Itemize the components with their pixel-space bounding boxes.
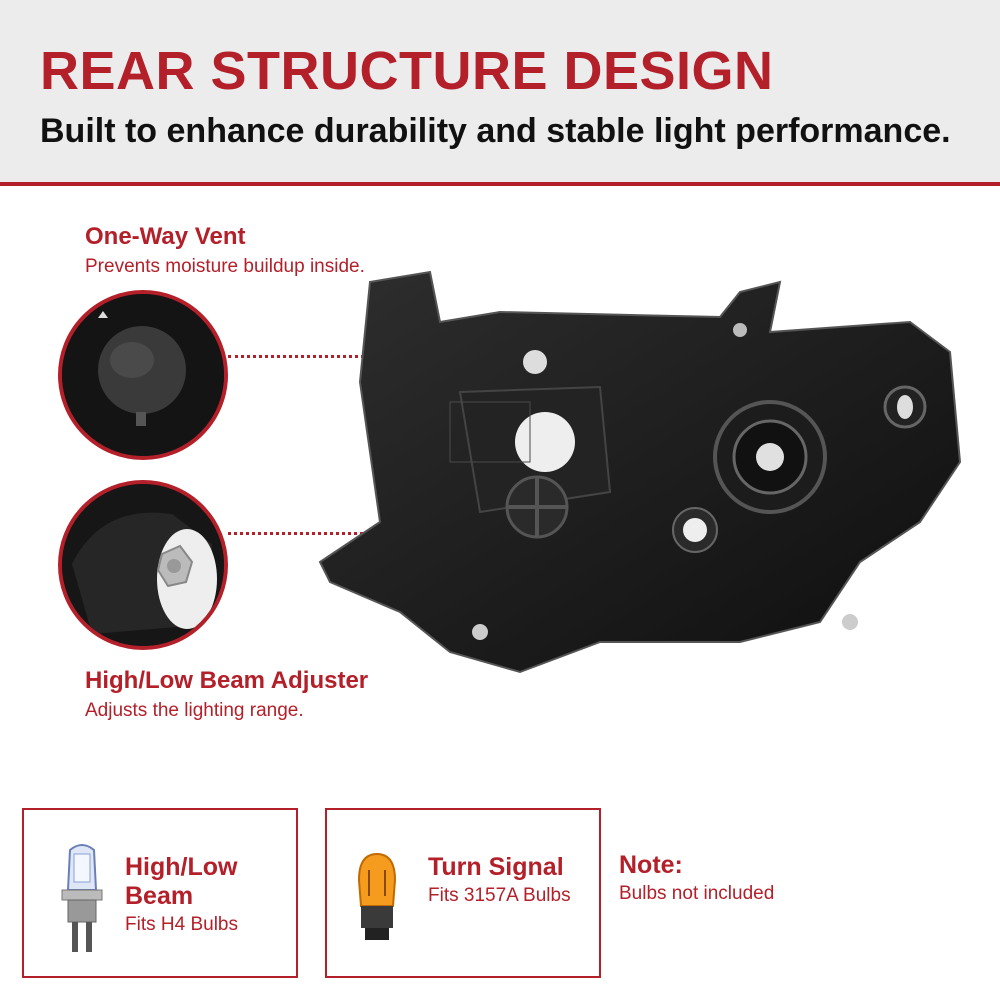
adjuster-callout-title: High/Low Beam Adjuster xyxy=(85,667,369,694)
beam-card-title: High/Low Beam xyxy=(125,853,238,910)
turn-signal-card-title: Turn Signal xyxy=(428,853,564,881)
adjuster-callout-desc: Adjusts the lighting range. xyxy=(85,700,304,721)
note-title: Note: xyxy=(619,851,683,879)
vent-callout-desc: Prevents moisture buildup inside. xyxy=(85,256,365,277)
turn-signal-card-desc: Fits 3157A Bulbs xyxy=(428,885,571,906)
beam-bulb-card: High/Low Beam Fits H4 Bulbs xyxy=(22,808,298,978)
header-banner: REAR STRUCTURE DESIGN Built to enhance d… xyxy=(0,0,1000,186)
vent-closeup-image xyxy=(58,290,228,460)
turn-signal-bulb-card: Turn Signal Fits 3157A Bulbs xyxy=(325,808,601,978)
h4-bulb-icon xyxy=(61,844,103,952)
3157a-bulb-icon xyxy=(357,852,397,940)
page-subtitle: Built to enhance durability and stable l… xyxy=(40,112,951,150)
note-desc: Bulbs not included xyxy=(619,883,775,904)
headlight-housing-image xyxy=(318,270,962,674)
vent-callout-title: One-Way Vent xyxy=(85,223,246,250)
adjuster-closeup-image xyxy=(58,480,228,650)
beam-card-desc: Fits H4 Bulbs xyxy=(125,914,238,935)
page-title: REAR STRUCTURE DESIGN xyxy=(40,41,774,101)
